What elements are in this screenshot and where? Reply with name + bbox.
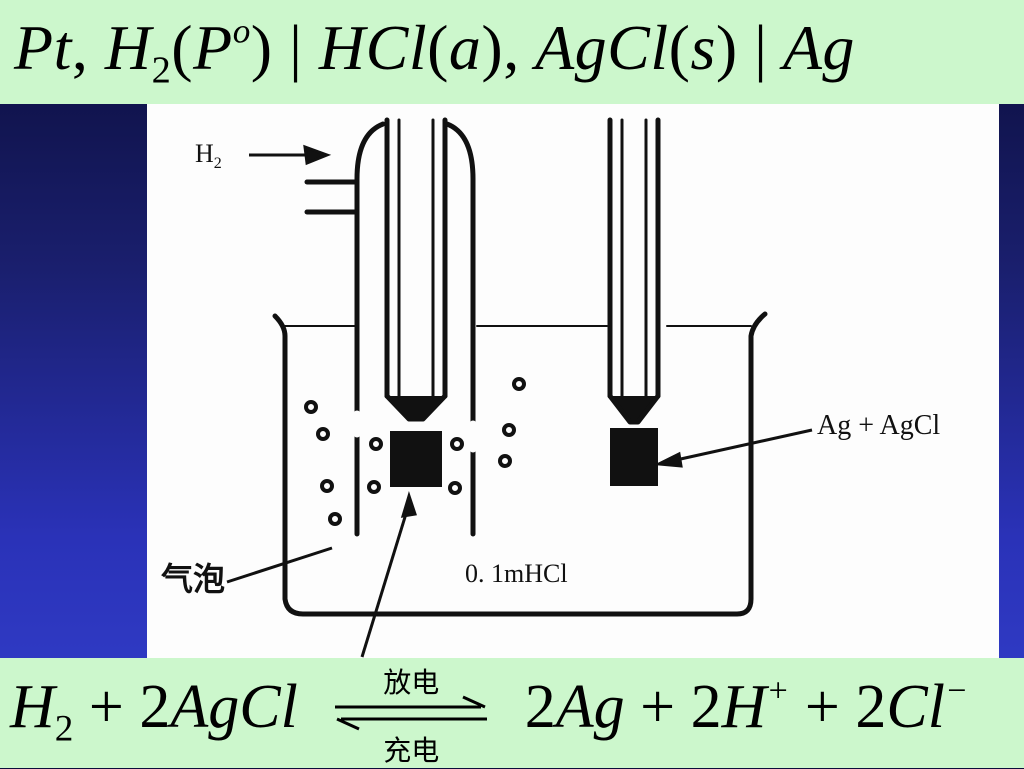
hydrogen-subscript: 2	[54, 708, 74, 750]
solid-symbol: s	[690, 12, 716, 84]
agcl-symbol: AgCl	[170, 673, 298, 742]
hydrogen-electrode-jacket	[354, 121, 386, 537]
bubble	[450, 437, 464, 451]
bubble	[316, 427, 330, 441]
coefficient: 2	[855, 673, 887, 742]
pressure-symbol: P	[193, 12, 233, 84]
hydrogen-ion-symbol: H	[721, 673, 767, 742]
bubble	[448, 481, 462, 495]
paren-open: (	[171, 12, 194, 84]
charge-label: 充电	[383, 734, 440, 767]
paren-open: (	[668, 12, 691, 84]
bubble	[498, 454, 512, 468]
comma: ,	[71, 12, 89, 84]
discharge-label: 放电	[383, 666, 440, 699]
hcl-symbol: HCl	[318, 12, 428, 84]
paren-close: )	[715, 12, 738, 84]
negative-charge: −	[944, 672, 968, 710]
apparatus-diagram: H2 Ag + AgCl 0. 1mHCl 气泡	[161, 117, 940, 658]
bubble	[502, 423, 516, 437]
ag-agcl-pointer-line	[666, 428, 813, 464]
bubbles-label: 气泡	[161, 560, 225, 598]
beaker	[272, 311, 768, 617]
phase-boundary: |	[289, 12, 303, 84]
electrode-pointer-line	[360, 503, 411, 658]
pt-symbol: Pt	[14, 12, 72, 84]
apparatus-figure: H2 Ag + AgCl 0. 1mHCl 气泡	[147, 104, 999, 658]
plus-sign: +	[789, 673, 856, 742]
hydrogen-electrode-jacket	[444, 121, 476, 537]
platinum-electrode-block	[390, 431, 442, 487]
equilibrium-arrows-icon	[335, 695, 488, 731]
plus-sign: +	[73, 673, 140, 742]
reaction-equation-bar: H2 + 2AgCl 放电 充电 2Ag + 2H+ + 2Cl−	[0, 658, 1024, 768]
bubble	[367, 480, 381, 494]
h2-flow-arrowhead	[303, 144, 332, 166]
reversible-arrow: 放电 充电	[331, 663, 491, 767]
bubble	[328, 512, 342, 526]
cell-notation: Pt, H2(Po) | HCl(a), AgCl(s) | Ag	[14, 11, 855, 92]
plus-sign: +	[624, 673, 691, 742]
bubble	[369, 437, 383, 451]
coefficient: 2	[524, 673, 556, 742]
paren-close: )	[250, 12, 273, 84]
standard-superscript: o	[232, 11, 251, 51]
positive-charge: +	[766, 672, 790, 710]
hydrogen-symbol: H	[10, 673, 55, 742]
bubble	[320, 479, 334, 493]
chloride-symbol: Cl	[886, 673, 945, 742]
ag-agcl-label: Ag + AgCl	[817, 410, 940, 441]
reaction-equation: H2 + 2AgCl 放电 充电 2Ag + 2H+ + 2Cl−	[10, 663, 968, 767]
hydrogen-tube-tip	[384, 393, 448, 422]
bubble	[304, 400, 318, 414]
comma: ,	[503, 12, 520, 84]
silver-electrode-block	[610, 428, 658, 486]
bubbles-pointer-line	[226, 546, 333, 584]
ag-symbol: Ag	[782, 12, 855, 84]
coefficient: 2	[690, 673, 722, 742]
ag-agcl-pointer-arrowhead	[653, 451, 683, 468]
electrode-pointer-arrowhead	[400, 491, 417, 518]
paren-open: (	[427, 12, 449, 84]
h2-label: H2	[195, 139, 222, 172]
solution-label: 0. 1mHCl	[465, 559, 568, 588]
phase-boundary: |	[754, 12, 768, 84]
activity-symbol: a	[448, 12, 482, 84]
silver-tube-tip	[607, 393, 661, 425]
bubble	[512, 377, 526, 391]
coefficient: 2	[139, 673, 171, 742]
cell-notation-bar: Pt, H2(Po) | HCl(a), AgCl(s) | Ag	[0, 0, 1024, 104]
paren-close: )	[481, 12, 504, 84]
ag-symbol: Ag	[555, 673, 625, 742]
hydrogen-symbol: H	[104, 12, 152, 84]
hydrogen-subscript: 2	[151, 49, 172, 92]
agcl-symbol: AgCl	[535, 12, 669, 84]
